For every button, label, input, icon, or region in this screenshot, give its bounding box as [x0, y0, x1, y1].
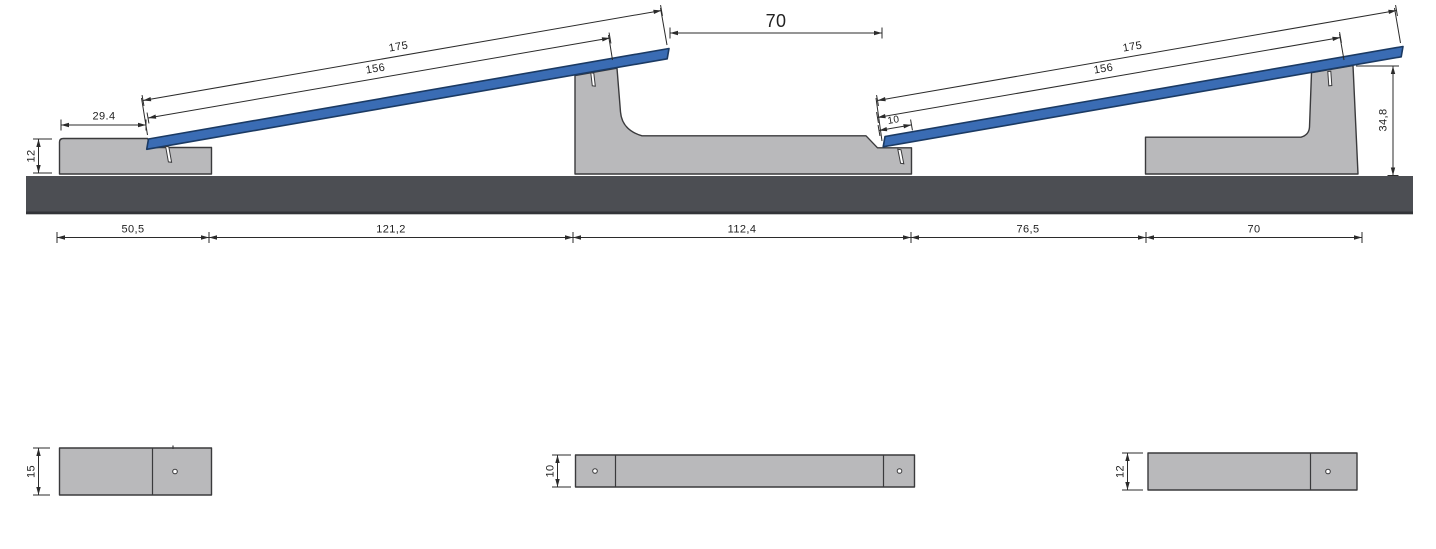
- plan-right-outline: [1147, 452, 1358, 491]
- extension-line: [1339, 33, 1345, 61]
- support-block-left: [58, 137, 213, 175]
- dim-label: 10: [887, 114, 901, 127]
- dimension: 70: [1145, 224, 1363, 243]
- dim-label: 112,4: [728, 224, 757, 236]
- plan-middle-outline: [574, 454, 916, 488]
- dim-label: 156: [365, 61, 386, 76]
- extension-line: [608, 34, 613, 61]
- dimension: 76,5: [910, 224, 1147, 243]
- plan-middle-hole-right: [896, 468, 903, 474]
- dim-label: 12: [1115, 465, 1127, 478]
- dim-label: 12: [26, 149, 38, 162]
- dim-label: 175: [1122, 39, 1143, 54]
- mounting-pin-middle-column: [590, 72, 596, 87]
- plan-left-outline: [58, 447, 213, 496]
- plan-view-left-block: [58, 445, 213, 496]
- dimension: 156: [876, 31, 1342, 124]
- dimension: 10: [877, 114, 913, 137]
- mounting-pin-middle-base: [897, 148, 905, 165]
- support-block-middle: [574, 67, 913, 175]
- dimension: 70: [669, 11, 883, 39]
- mounting-pin-right-column: [1327, 70, 1333, 87]
- ground-base: [26, 176, 1413, 212]
- dimension: 12: [1115, 452, 1133, 491]
- dimension: 12: [26, 138, 44, 174]
- plan-middle-hole-left: [592, 468, 598, 474]
- dim-label: 34,8: [1378, 108, 1390, 131]
- plan-view-middle-block: [574, 454, 916, 488]
- dim-label: 76,5: [1016, 224, 1039, 236]
- solar-panel-right: [882, 45, 1404, 148]
- dimension: 156: [146, 32, 612, 124]
- extension-line: [875, 97, 883, 142]
- dim-label: 50,5: [121, 224, 144, 236]
- dimension: 15: [26, 447, 44, 496]
- plan-right-hole: [1325, 468, 1331, 475]
- extension-line: [660, 7, 668, 46]
- dim-label: 156: [1093, 61, 1114, 76]
- dimension: 29.4: [60, 111, 147, 131]
- dim-label: 10: [545, 464, 557, 477]
- dim-label: 121,2: [376, 224, 406, 236]
- dim-label: 175: [388, 39, 409, 54]
- dim-label: 70: [1247, 224, 1260, 236]
- dimension: 175: [141, 4, 663, 107]
- dimension: 50,5: [56, 224, 210, 243]
- ground: [26, 176, 1413, 215]
- plan-view-right-block: [1147, 452, 1358, 491]
- dimension: 175: [876, 4, 1398, 107]
- extension-line: [1394, 7, 1401, 44]
- dim-label: 15: [26, 465, 38, 478]
- ground-bottom-edge: [26, 211, 1413, 215]
- dim-label: 70: [766, 11, 787, 31]
- dimension: 10: [545, 454, 563, 488]
- extension-line: [141, 97, 148, 136]
- dimension: 34,8: [1378, 65, 1399, 176]
- mounting-pin-left-block: [164, 145, 173, 163]
- dimension: 121,2: [208, 224, 574, 243]
- dim-label: 29.4: [92, 111, 115, 123]
- plan-left-hole: [172, 468, 178, 475]
- dimension: 112,4: [572, 224, 912, 243]
- solar-panel-left: [145, 47, 670, 151]
